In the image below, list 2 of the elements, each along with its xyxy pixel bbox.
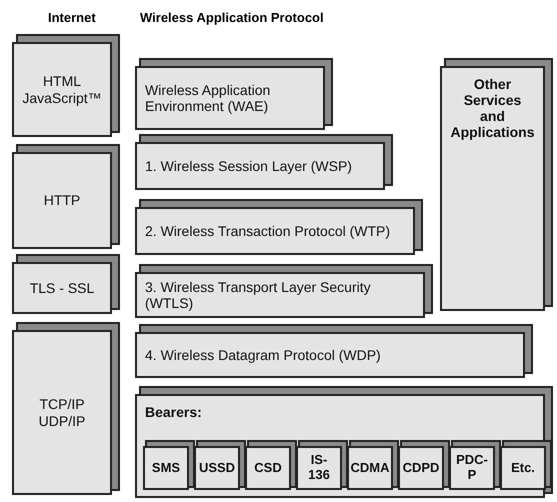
column-heading: Wireless Application Protocol bbox=[140, 10, 324, 25]
column-heading: Internet bbox=[48, 10, 96, 25]
